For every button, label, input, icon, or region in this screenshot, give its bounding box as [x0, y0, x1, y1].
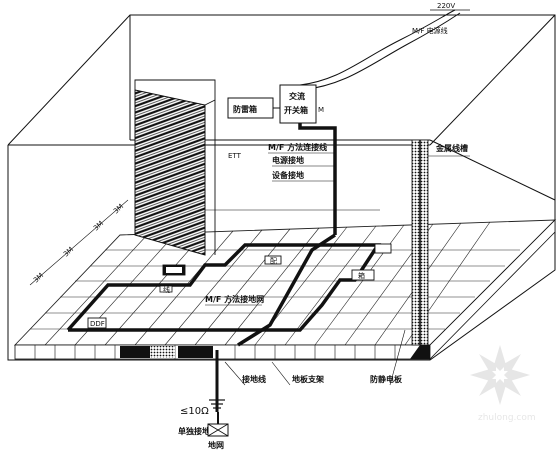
voltage-label: 220V	[437, 2, 455, 10]
earth-grid-label: 地网	[208, 440, 224, 450]
floor-equipment-boxes: DDF 箱 配 线	[87, 243, 392, 329]
ground-conductor-label: 接地线	[242, 374, 266, 384]
floor-bond-label: 地板支架	[292, 374, 324, 384]
watermark-text: zhulong.com	[478, 413, 536, 423]
metal-conduit	[411, 139, 429, 346]
watermark-logo: zhulong.com	[470, 345, 536, 423]
feed-conductor	[237, 123, 337, 347]
svg-text:箱: 箱	[358, 271, 365, 280]
power-cable-label: M/F 电源线	[412, 26, 448, 35]
single-point-ground-label: 单独接地	[178, 426, 210, 436]
svg-text:配: 配	[270, 257, 277, 265]
leader-lines	[224, 329, 406, 386]
power-ground-label: 电源接地	[272, 155, 304, 165]
ac-switch-box: 交流 开关箱	[279, 84, 317, 124]
wire-diagram-label: M/F 方法连接线	[268, 142, 327, 152]
metal-conduit-label: 金属线槽	[435, 143, 468, 153]
rack-tag-label: ETT	[228, 152, 242, 160]
floor-edge-band	[14, 219, 556, 360]
svg-text:开关箱: 开关箱	[284, 105, 308, 115]
grounding-ring	[66, 243, 382, 332]
dimension-markers	[29, 199, 380, 286]
earth-grid-symbol	[207, 412, 229, 437]
antistatic-floor-label: 防静电板	[370, 374, 403, 384]
svg-text:交流: 交流	[289, 91, 305, 101]
equipment-ground-label: 设备接地	[272, 170, 304, 180]
ground-symbol	[209, 399, 225, 409]
svg-text:DDF: DDF	[90, 320, 105, 328]
equipment-marker: M	[318, 106, 324, 114]
room-ring-label: M/F 方法接地网	[205, 294, 264, 304]
resistance-label: ≤10Ω	[180, 406, 209, 417]
equipment-rack	[134, 79, 216, 256]
lightning-protection-box: 防雷箱	[227, 97, 274, 119]
svg-text:线: 线	[163, 285, 170, 294]
power-cable	[299, 9, 461, 91]
svg-text:防雷箱: 防雷箱	[233, 104, 257, 114]
